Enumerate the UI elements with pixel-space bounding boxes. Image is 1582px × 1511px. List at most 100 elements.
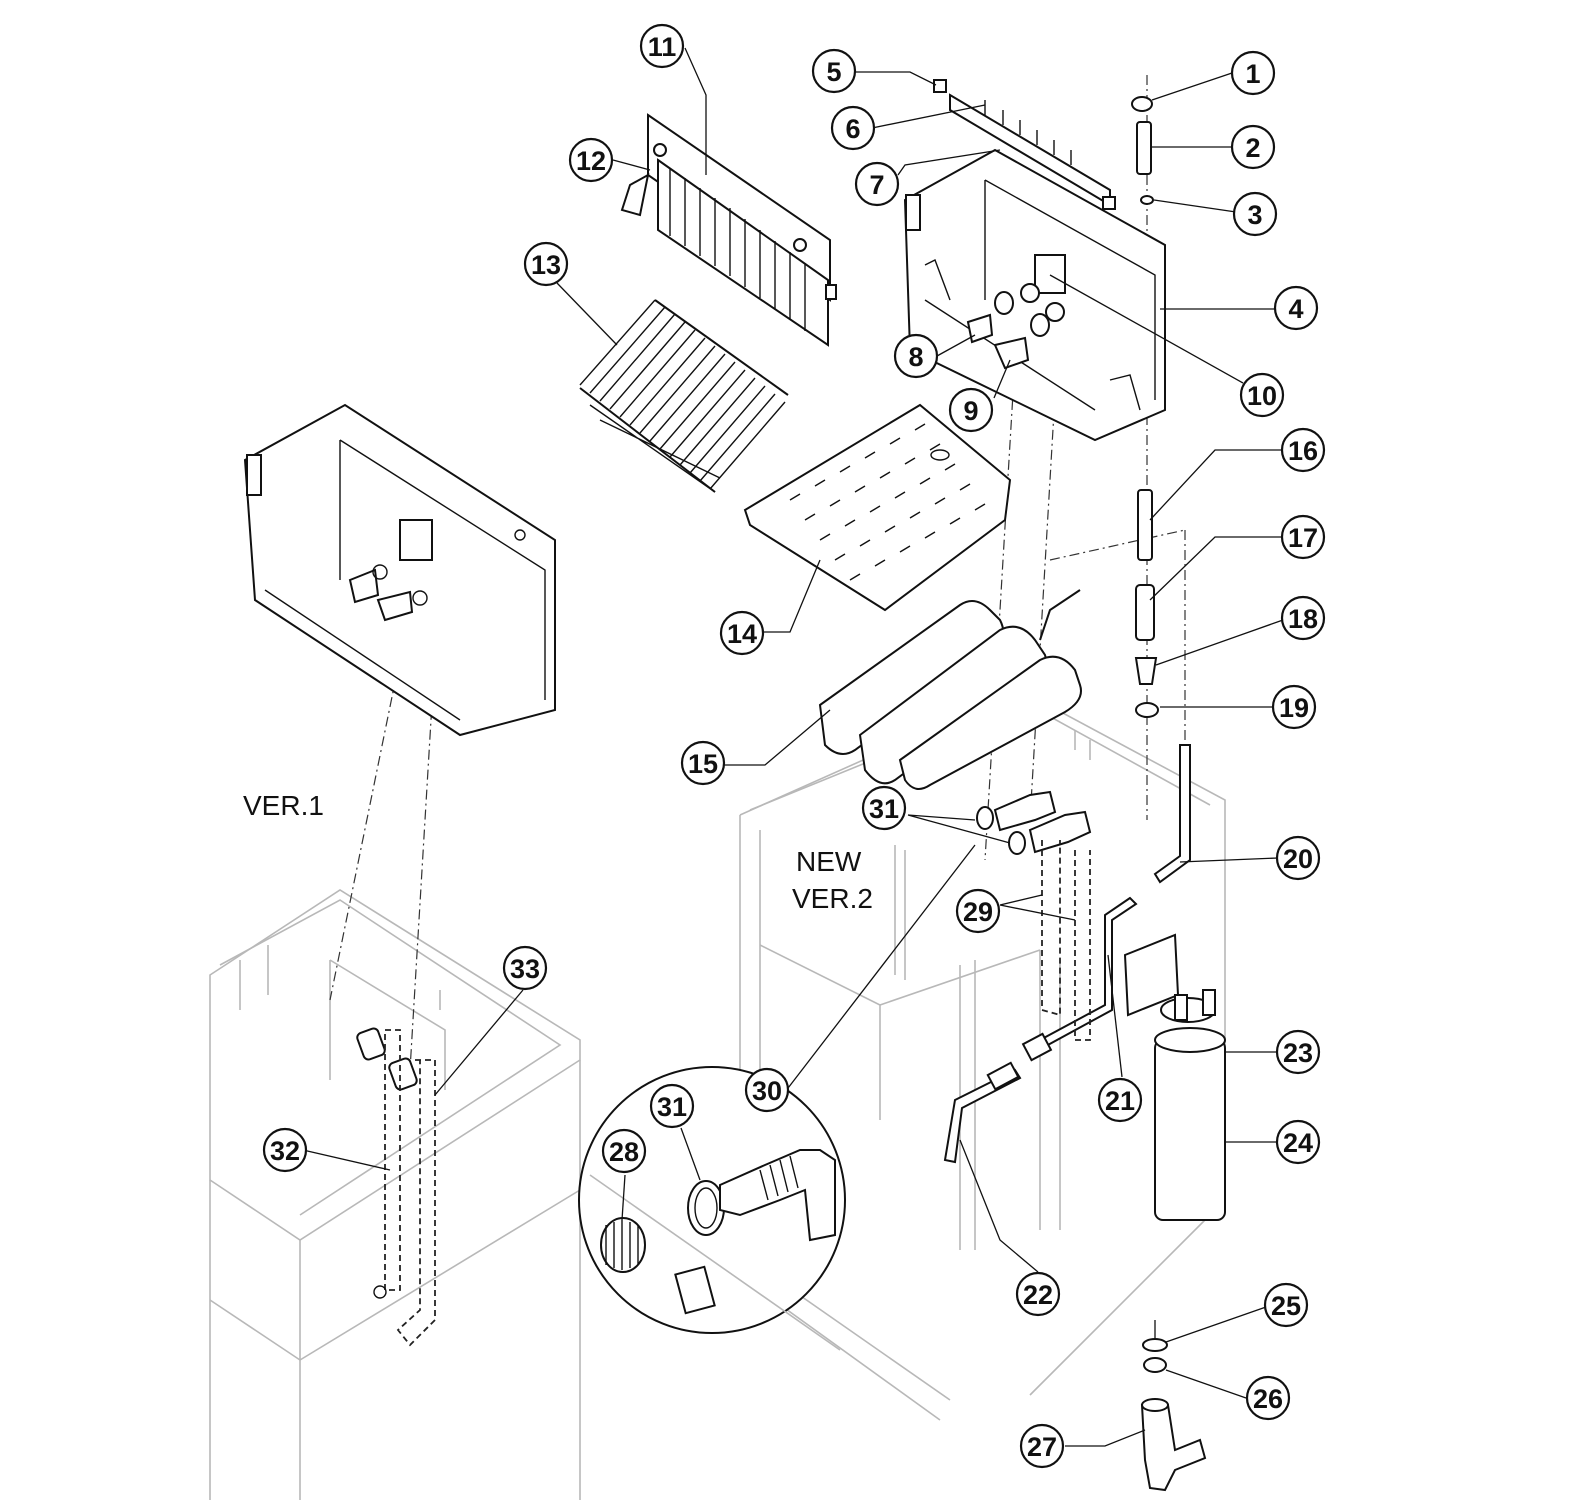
callout-circle — [523, 241, 569, 287]
callout-19: 19 — [1271, 684, 1317, 730]
callout-20: 20 — [1275, 835, 1321, 881]
callout-circle — [680, 740, 726, 786]
callout-9: 9 — [948, 387, 994, 433]
callout-circle — [1230, 50, 1276, 96]
callout-number: 1 — [1245, 59, 1260, 89]
grate-part — [579, 299, 789, 493]
callout-circle — [1280, 427, 1326, 473]
callout-27: 27 — [1019, 1423, 1065, 1469]
callout-number: 30 — [752, 1076, 782, 1106]
callout-number: 11 — [648, 32, 677, 62]
callout-number: 32 — [270, 1136, 300, 1166]
callout-23: 23 — [1275, 1029, 1321, 1075]
callout-circle — [719, 610, 765, 656]
callout-30: 30 — [744, 1067, 790, 1113]
callout-14: 14 — [719, 610, 765, 656]
heating-coil-part — [818, 589, 1082, 790]
callout-number: 18 — [1288, 604, 1318, 634]
callout-circle — [1097, 1077, 1143, 1123]
callout-number: 16 — [1288, 436, 1318, 466]
callout-number: 31 — [869, 794, 899, 824]
callout-number: 22 — [1023, 1280, 1053, 1310]
callout-circle — [649, 1083, 695, 1129]
valve-25-27-part — [1140, 1320, 1207, 1492]
fittings-8-9-part — [966, 291, 1050, 370]
callout-circle — [639, 23, 685, 69]
fin-panel-part — [620, 113, 837, 347]
callout-circle — [1239, 372, 1285, 418]
cabinet-ver1-outline — [209, 889, 581, 1500]
callout-circle — [744, 1067, 790, 1113]
tank-ver1-part — [243, 403, 556, 737]
tubes-32-33-part — [356, 1027, 436, 1347]
callout-15: 15 — [680, 740, 726, 786]
callout-circle — [1019, 1423, 1065, 1469]
callout-31: 31 — [861, 785, 907, 831]
callout-circle — [502, 945, 548, 991]
callout-13: 13 — [523, 241, 569, 287]
callout-11: 11 — [639, 23, 685, 69]
version-label-ver2-line2: VER.2 — [792, 883, 873, 914]
callout-7: 7 — [854, 161, 900, 207]
callout-number: 14 — [727, 619, 757, 649]
callout-number: 17 — [1288, 523, 1318, 553]
right-column-parts — [1131, 96, 1159, 718]
callout-number: 25 — [1271, 1291, 1301, 1321]
callout-circle — [601, 1128, 647, 1174]
callout-25: 25 — [1263, 1282, 1309, 1328]
callout-32: 32 — [262, 1127, 308, 1173]
callout-number: 24 — [1283, 1128, 1313, 1158]
callout-circle — [1275, 835, 1321, 881]
callout-33: 33 — [502, 945, 548, 991]
filter-23-24-part — [1123, 933, 1226, 1221]
callout-number: 4 — [1288, 294, 1303, 324]
callout-2: 2 — [1230, 124, 1276, 170]
callout-circle — [861, 785, 907, 831]
callout-circle — [1271, 684, 1317, 730]
leader-lines — [302, 47, 1284, 1447]
callout-circle — [1015, 1271, 1061, 1317]
pin-bar-part — [933, 79, 1116, 210]
callout-28: 28 — [601, 1128, 647, 1174]
callout-number: 20 — [1283, 844, 1313, 874]
callout-circle — [955, 888, 1001, 934]
callout-number: 29 — [963, 897, 993, 927]
version-label-ver2-line1: NEW — [796, 846, 862, 877]
callout-circle — [1232, 191, 1278, 237]
callout-number: 7 — [869, 170, 884, 200]
callout-24: 24 — [1275, 1119, 1321, 1165]
callout-number: 3 — [1247, 200, 1262, 230]
callout-circle — [1280, 514, 1326, 560]
callout-number: 9 — [963, 396, 978, 426]
callout-circle — [1280, 595, 1326, 641]
tank-ver2-part — [903, 148, 1166, 442]
perforated-tray-part — [743, 403, 1012, 612]
callout-number: 28 — [609, 1137, 639, 1167]
callout-5: 5 — [811, 48, 857, 94]
callout-29: 29 — [955, 888, 1001, 934]
callout-31: 31 — [649, 1083, 695, 1129]
callout-number: 8 — [908, 342, 923, 372]
version-label-ver1: VER.1 — [243, 790, 324, 821]
callout-number: 31 — [657, 1092, 687, 1122]
callout-16: 16 — [1280, 427, 1326, 473]
callout-3: 3 — [1232, 191, 1278, 237]
callout-number: 23 — [1283, 1038, 1313, 1068]
callout-number: 26 — [1253, 1384, 1283, 1414]
callout-6: 6 — [830, 105, 876, 151]
callout-12: 12 — [568, 137, 614, 183]
callout-circle — [893, 333, 939, 379]
fittings-29-31-part — [976, 790, 1092, 1041]
detail-inset — [578, 1066, 846, 1351]
callout-10: 10 — [1239, 372, 1285, 418]
callout-circle — [854, 161, 900, 207]
callout-22: 22 — [1015, 1271, 1061, 1317]
callout-circle — [1230, 124, 1276, 170]
callout-18: 18 — [1280, 595, 1326, 641]
callout-number: 2 — [1245, 133, 1260, 163]
callout-number: 27 — [1027, 1432, 1057, 1462]
callout-circle — [262, 1127, 308, 1173]
callout-number: 15 — [688, 749, 718, 779]
